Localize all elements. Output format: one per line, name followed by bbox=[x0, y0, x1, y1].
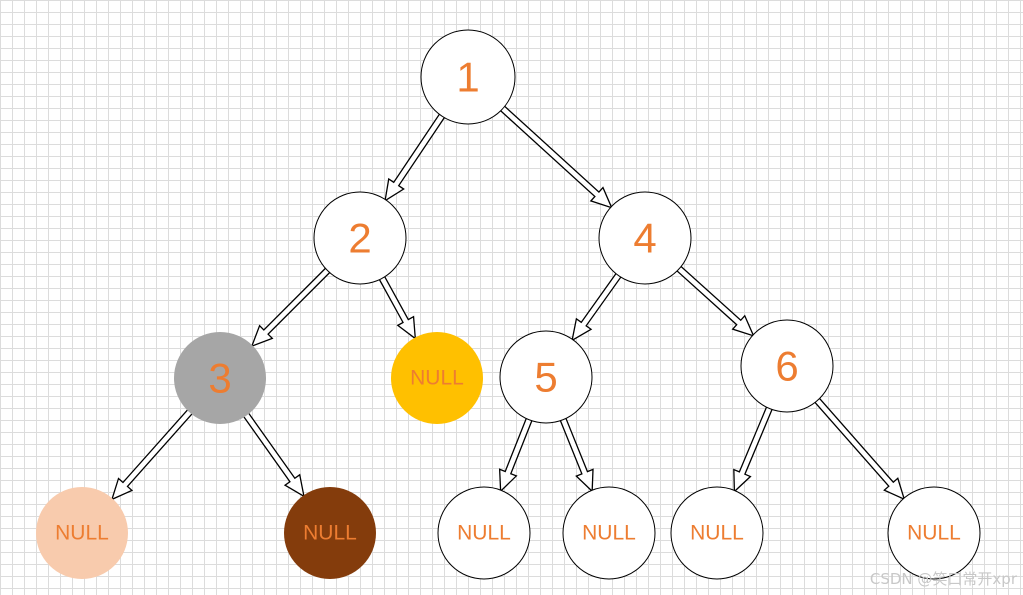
edge-arrow bbox=[733, 404, 774, 493]
tree-node-n5r: NULL bbox=[562, 486, 656, 580]
tree-node-n6r: NULL bbox=[887, 486, 981, 580]
edge-arrow bbox=[571, 271, 623, 342]
node-circle bbox=[499, 330, 593, 424]
node-circle bbox=[313, 191, 407, 285]
tree-node-n5l: NULL bbox=[437, 486, 531, 580]
node-label: NULL bbox=[457, 522, 511, 545]
node-label: 6 bbox=[775, 343, 798, 390]
tree-node-n3l: NULL bbox=[36, 487, 128, 579]
node-circle bbox=[284, 487, 376, 579]
edge-arrow bbox=[377, 274, 417, 340]
tree-edges bbox=[110, 104, 906, 501]
node-circle bbox=[562, 486, 656, 580]
node-circle bbox=[420, 29, 516, 125]
tree-node-n5: 5 bbox=[499, 330, 593, 424]
node-label: 3 bbox=[208, 355, 231, 402]
node-label: NULL bbox=[303, 522, 357, 545]
tree-node-n2n: NULL bbox=[391, 332, 483, 424]
node-circle bbox=[670, 486, 764, 580]
node-label: 5 bbox=[534, 354, 557, 401]
node-label: NULL bbox=[907, 522, 961, 545]
node-circle bbox=[36, 487, 128, 579]
node-label: NULL bbox=[55, 522, 109, 545]
watermark: CSDN @笑口常开xpr bbox=[869, 570, 1017, 588]
tree-node-n6: 6 bbox=[740, 319, 834, 413]
node-circle bbox=[887, 486, 981, 580]
node-circle bbox=[598, 191, 692, 285]
edge-arrow bbox=[384, 111, 447, 202]
node-circle bbox=[391, 332, 483, 424]
node-label: NULL bbox=[410, 367, 464, 390]
tree-node-n1: 1 bbox=[420, 29, 516, 125]
edge-arrow bbox=[250, 266, 332, 348]
node-circle bbox=[437, 486, 531, 580]
node-circle bbox=[740, 319, 834, 413]
tree-node-n6l: NULL bbox=[670, 486, 764, 580]
edge-arrow bbox=[674, 264, 755, 337]
edge-arrow bbox=[242, 411, 305, 498]
edge-arrow bbox=[498, 104, 613, 209]
node-circle bbox=[174, 332, 266, 424]
edge-arrow bbox=[812, 396, 906, 501]
edge-arrow bbox=[498, 415, 534, 493]
tree-node-n4: 4 bbox=[598, 191, 692, 285]
tree-node-n2: 2 bbox=[313, 191, 407, 285]
node-label: NULL bbox=[690, 522, 744, 545]
tree-node-n3r: NULL bbox=[284, 487, 376, 579]
edge-arrow bbox=[558, 415, 594, 493]
node-label: NULL bbox=[582, 522, 636, 545]
node-label: 1 bbox=[456, 54, 479, 101]
tree-node-n3: 3 bbox=[174, 332, 266, 424]
edge-arrow bbox=[110, 407, 194, 501]
node-label: 2 bbox=[348, 215, 371, 262]
node-label: 4 bbox=[633, 215, 656, 262]
